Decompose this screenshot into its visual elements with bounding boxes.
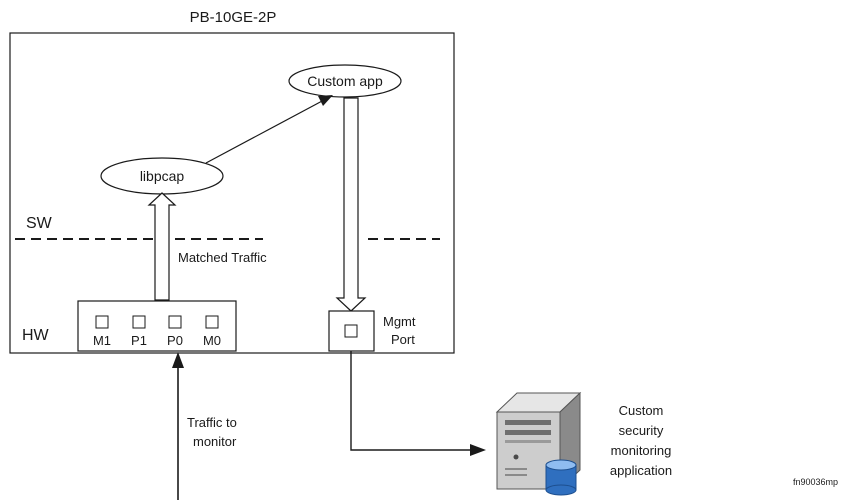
server-label-line1: Custom <box>619 403 664 418</box>
sw-label: SW <box>26 215 53 232</box>
device-box <box>9 32 455 354</box>
mgmt-to-server-arrowhead <box>470 444 486 456</box>
figure-id: fn90036mp <box>793 477 838 487</box>
libpcap-to-app-arrowhead <box>318 95 333 106</box>
database-icon <box>545 459 577 496</box>
port-m1-label: M1 <box>93 333 111 348</box>
libpcap-label: libpcap <box>140 168 185 184</box>
mgmt-to-server-line <box>350 351 472 451</box>
custom-app-label: Custom app <box>307 73 383 89</box>
device-title: PB-10GE-2P <box>190 9 277 26</box>
port-m1-icon <box>95 315 109 329</box>
server-label-line4: application <box>610 463 672 478</box>
server-label-line3: monitoring <box>611 443 672 458</box>
server-label-line2: security <box>619 423 664 438</box>
custom-app-node <box>288 64 402 98</box>
traffic-in-arrowhead <box>172 352 184 368</box>
port-p0-label: P0 <box>167 333 183 348</box>
traffic-label-line1: Traffic to <box>187 415 237 430</box>
mgmt-label-line1: Mgmt <box>383 314 416 329</box>
port-p1-icon <box>132 315 146 329</box>
port-p0-icon <box>168 315 182 329</box>
port-m0-label: M0 <box>203 333 221 348</box>
mgmt-label-line2: Port <box>391 332 415 347</box>
libpcap-to-app-arrow <box>205 99 325 164</box>
app-to-mgmt-arrow <box>335 97 367 312</box>
port-m0-icon <box>205 315 219 329</box>
matched-traffic-label: Matched Traffic <box>178 250 267 265</box>
hw-label: HW <box>22 327 50 344</box>
mgmt-port-icon <box>344 324 358 338</box>
port-p1-label: P1 <box>131 333 147 348</box>
traffic-label-line2: monitor <box>193 434 237 449</box>
matched-traffic-arrow <box>147 192 177 301</box>
